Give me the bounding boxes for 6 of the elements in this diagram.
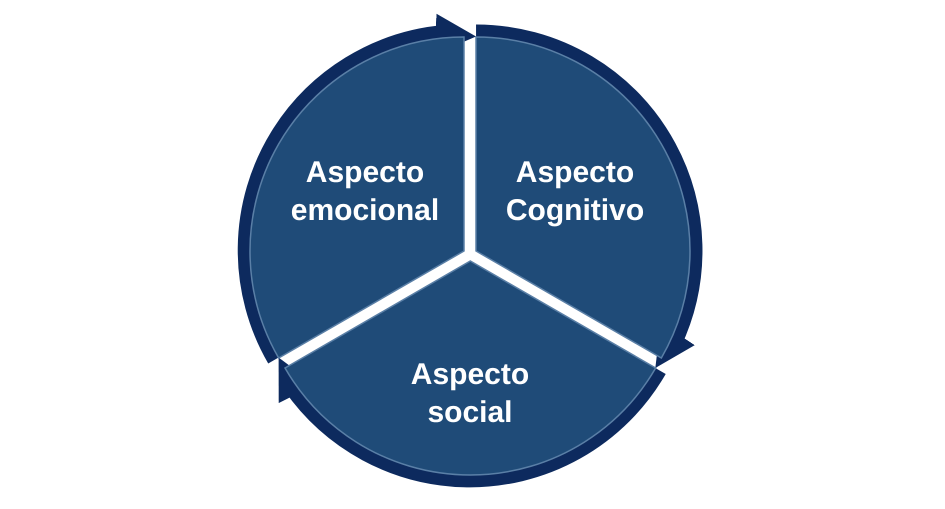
cycle-arrow: [238, 16, 476, 363]
pie-segment: [284, 261, 656, 475]
segment-label: Aspecto Cognitivo: [504, 155, 646, 229]
segment-label: Aspecto social: [410, 357, 530, 431]
pie-segment: [250, 36, 464, 358]
segment-label: Aspecto emocional: [290, 155, 440, 229]
